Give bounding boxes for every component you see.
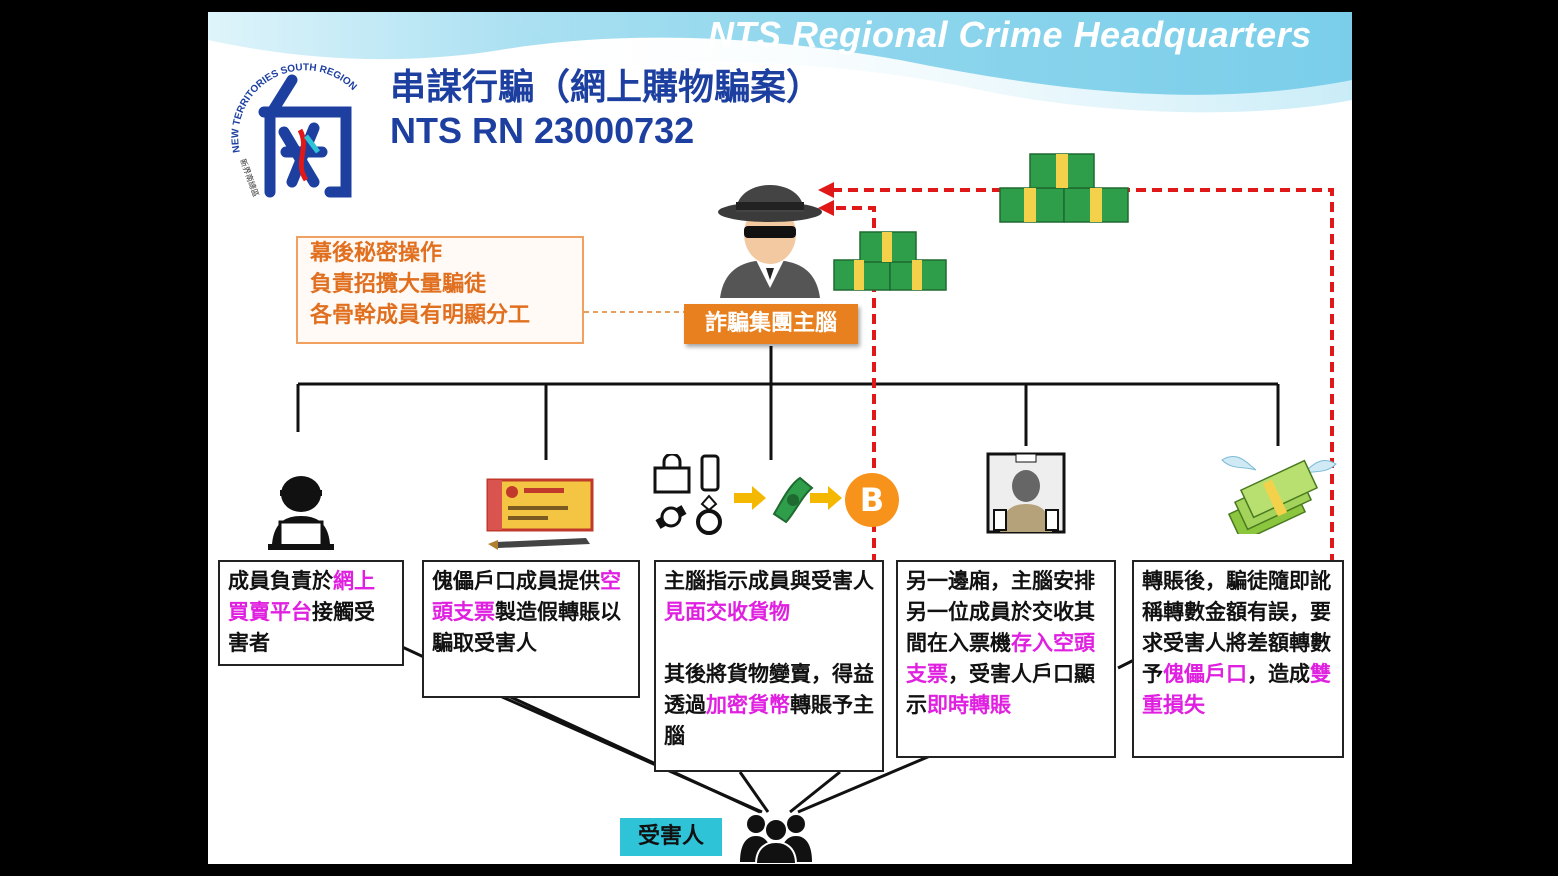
box-text: 主腦指示成員與受害人 <box>664 569 874 593</box>
case-number: NTS RN 23000732 <box>390 110 694 152</box>
money-stack-icon-large <box>998 150 1134 230</box>
logo-emblem: NEW TERRITORIES SOUTH REGION 新界南總區 <box>222 52 382 212</box>
note-line: 各骨幹成員有明顯分工 <box>298 300 582 331</box>
step-box-cheque: 傀儡戶口成員提供空頭支票製造假轉賬以騙取受害人 <box>422 560 640 698</box>
cheque-pen-icon <box>486 478 598 554</box>
hacker-icon <box>266 472 336 552</box>
mastermind-note: 幕後秘密操作 負責招攬大量騙徒 各骨幹成員有明顯分工 <box>296 236 584 344</box>
shopping-bag-icon <box>652 454 692 494</box>
step-box-deposit: 另一邊廂，主腦安排另一位成員於交收其間在入票機存入空頭支票，受害人戶口顯示即時轉… <box>896 560 1116 758</box>
step-box-exchange: 主腦指示成員與受害人見面交收貨物其後將貨物變賣，得益透過加密貨幣轉賬予主腦 <box>654 560 884 772</box>
logo-chinese: 新界南總區 <box>238 157 261 198</box>
watch-icon <box>654 500 688 534</box>
box-text: ，造成 <box>1247 662 1310 686</box>
note-line: 幕後秘密操作 <box>298 238 582 269</box>
bitcoin-icon: B <box>844 472 900 528</box>
step-box-contact: 成員負責於網上買賣平台接觸受害者 <box>218 560 404 666</box>
flying-money-icon <box>1218 450 1340 534</box>
victim-label: 受害人 <box>620 818 722 856</box>
mastermind-label: 詐騙集團主腦 <box>684 304 858 344</box>
highlight-text: 加密貨幣 <box>706 693 790 717</box>
phone-icon <box>700 454 720 494</box>
atm-user-icon <box>984 450 1068 536</box>
step-box-double-loss: 轉賬後，騙徒隨即訛稱轉數金額有誤，要求受害人將差額轉數予傀儡戶口，造成雙重損失 <box>1132 560 1344 758</box>
highlight-text: 傀儡戶口 <box>1163 662 1247 686</box>
ring-icon <box>694 494 724 538</box>
money-stack-icon <box>832 226 952 296</box>
page-title: 串謀行騙（網上購物騙案） <box>390 58 822 110</box>
arrow-icon <box>732 484 768 512</box>
victims-group-icon <box>738 808 814 864</box>
svg-text:B: B <box>860 481 884 519</box>
banner-text: NTS Regional Crime Headquarters <box>708 14 1312 56</box>
note-line: 負責招攬大量騙徒 <box>298 269 582 300</box>
box-text: 傀儡戶口成員提供 <box>432 569 600 593</box>
mastermind-spy-icon <box>716 168 824 302</box>
highlight-text: 即時轉賬 <box>927 693 1011 717</box>
highlight-text: 見面交收貨物 <box>664 600 790 624</box>
arrow-icon <box>808 484 844 512</box>
box-text: 成員負責於 <box>228 569 333 593</box>
